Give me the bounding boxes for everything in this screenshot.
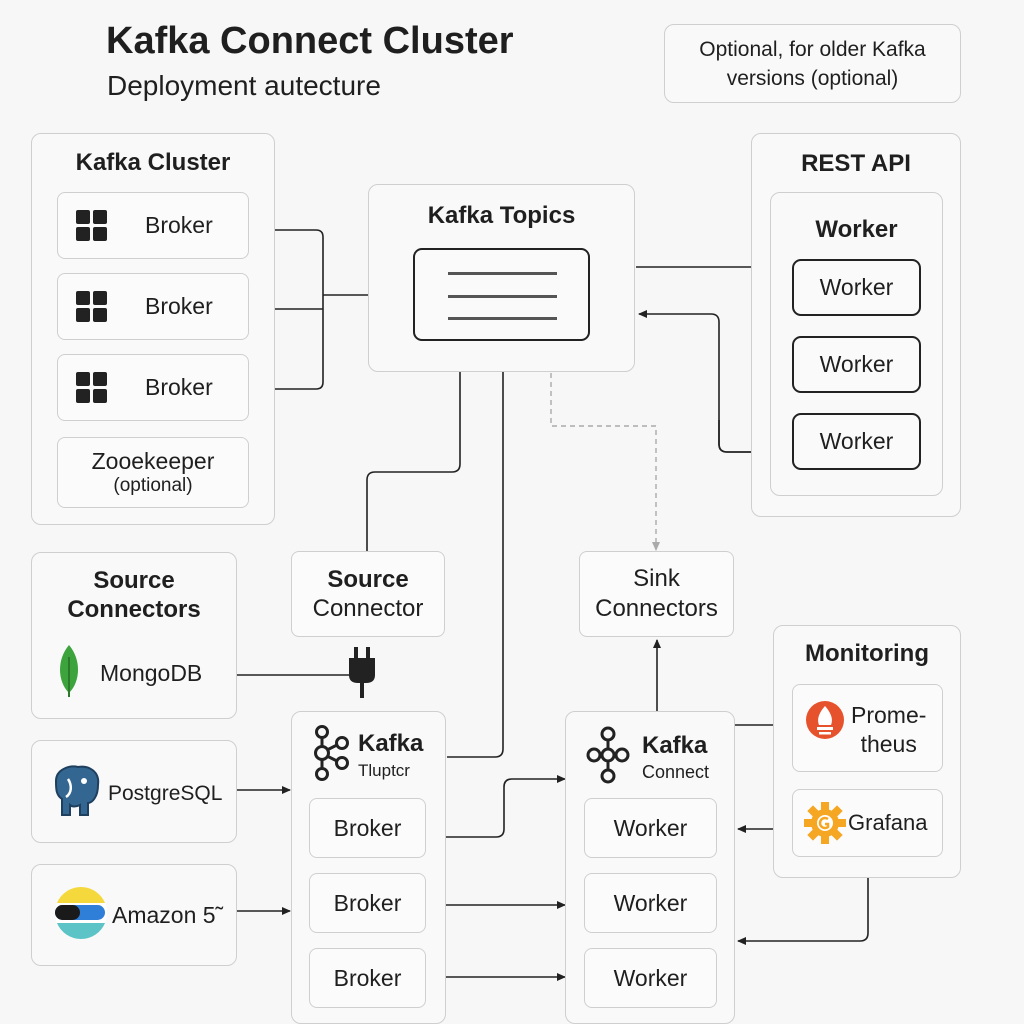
- zookeeper-optional-label: (optional): [113, 475, 193, 496]
- prometheus-label-line-1: Prome-: [851, 702, 927, 728]
- pill-icon: [55, 887, 107, 939]
- source-connectors-title-line-2: Connectors: [67, 596, 201, 623]
- sink-connectors-box[interactable]: Sink Connectors: [579, 551, 734, 637]
- kafka-logo-icon: [314, 725, 349, 781]
- rest-worker-2[interactable]: Worker: [792, 336, 921, 393]
- page-subtitle: Deployment autecture: [107, 70, 381, 101]
- zookeeper-box[interactable]: Zooekeeper (optional): [57, 437, 249, 508]
- cluster-broker-2[interactable]: Broker: [57, 273, 249, 340]
- source-connector-to-topics-arrow: [366, 345, 464, 551]
- rest-api-title: REST API: [801, 150, 911, 177]
- worker-label: Worker: [819, 274, 894, 300]
- topic-line: [448, 317, 557, 320]
- monitoring-to-worker-arrow: [737, 878, 869, 945]
- page-title: Kafka Connect Cluster: [106, 20, 514, 62]
- topics-to-rest-worker-arrow: [718, 420, 769, 456]
- sink-connectors-line-2: Connectors: [595, 595, 718, 622]
- monitoring-title: Monitoring: [805, 640, 929, 667]
- connect-worker-2[interactable]: Worker: [584, 873, 717, 933]
- broker-label: Broker: [145, 212, 213, 238]
- sink-connectors-line-1: Sink: [633, 565, 680, 592]
- connect-worker-1[interactable]: Worker: [584, 798, 717, 858]
- tluptcr-broker-1[interactable]: Broker: [309, 798, 426, 858]
- source-connectors-title-line-1: Source: [93, 567, 175, 594]
- source-connectors-title: Source Connectors: [32, 566, 236, 624]
- worker-label: Worker: [613, 964, 688, 991]
- plug-icon: [349, 647, 375, 698]
- broker-label: Broker: [333, 964, 402, 991]
- worker-label: Worker: [819, 428, 894, 454]
- note-line-1: Optional, for older Kafka: [699, 37, 926, 61]
- worker-label: Worker: [819, 351, 894, 377]
- source-connector-line-1: Source: [327, 566, 409, 593]
- topics-to-sink-dashed-arrow: [550, 346, 660, 551]
- connect-worker-3[interactable]: Worker: [584, 948, 717, 1008]
- grafana-box[interactable]: Grafana: [792, 789, 943, 857]
- tluptcr-to-topics-arrow: [447, 345, 507, 758]
- prometheus-label: Prome- theus: [851, 701, 926, 759]
- kafka-tluptcr-title: Kafka: [358, 730, 424, 757]
- prometheus-label-line-2: theus: [860, 731, 917, 757]
- kafka-connect-title: Kafka: [642, 732, 708, 759]
- topic-line: [448, 272, 557, 275]
- gear-icon: [804, 802, 846, 844]
- grid-icon: [76, 291, 107, 322]
- worker-label: Worker: [613, 889, 688, 916]
- rest-worker-group-title: Worker: [815, 216, 898, 243]
- topic-line: [448, 295, 557, 298]
- tluptcr-to-connect-arrow: [427, 775, 566, 838]
- amazon-connector[interactable]: Amazon 5̃: [31, 864, 237, 966]
- mongodb-label: MongoDB: [100, 660, 203, 686]
- optional-note: Optional, for older Kafka versions (opti…: [664, 24, 961, 103]
- zookeeper-label: Zooekeeper: [91, 448, 215, 474]
- kafka-topics-title: Kafka Topics: [427, 202, 576, 229]
- prometheus-box[interactable]: Prome- theus: [792, 684, 943, 772]
- tluptcr-broker-2[interactable]: Broker: [309, 873, 426, 933]
- flame-icon: [806, 701, 844, 739]
- broker-label: Broker: [145, 374, 213, 400]
- worker-label: Worker: [613, 814, 688, 841]
- kafka-logo-icon: [586, 726, 630, 784]
- cluster-broker-3[interactable]: Broker: [57, 354, 249, 421]
- source-connector-line-2: Connector: [312, 595, 424, 622]
- source-connectors-panel[interactable]: Source Connectors MongoDB: [31, 552, 237, 719]
- broker-label: Broker: [145, 293, 213, 319]
- note-line-2: versions (optional): [726, 66, 899, 90]
- grafana-label: Grafana: [848, 810, 928, 835]
- cluster-broker-1[interactable]: Broker: [57, 192, 249, 259]
- kafka-tluptcr-subtitle: Tluptcr: [358, 761, 410, 780]
- postgresql-label: PostgreSQL: [108, 782, 223, 805]
- rest-worker-1[interactable]: Worker: [792, 259, 921, 316]
- source-connector-box[interactable]: Source Connector: [291, 551, 445, 637]
- tluptcr-broker-3[interactable]: Broker: [309, 948, 426, 1008]
- kafka-cluster-title: Kafka Cluster: [75, 149, 231, 176]
- rest-worker-to-topics-arrow: [638, 310, 768, 453]
- broker-label: Broker: [333, 889, 402, 916]
- elephant-icon: [54, 765, 100, 816]
- topics-list-box[interactable]: [413, 248, 590, 341]
- rest-worker-3[interactable]: Worker: [792, 413, 921, 470]
- broker-label: Broker: [333, 814, 402, 841]
- grid-icon: [76, 372, 107, 403]
- kafka-connect-subtitle: Connect: [642, 762, 710, 782]
- postgresql-connector[interactable]: PostgreSQL: [31, 740, 237, 843]
- amazon-label: Amazon 5̃: [112, 902, 216, 928]
- leaf-icon: [60, 645, 78, 697]
- grid-icon: [76, 210, 107, 241]
